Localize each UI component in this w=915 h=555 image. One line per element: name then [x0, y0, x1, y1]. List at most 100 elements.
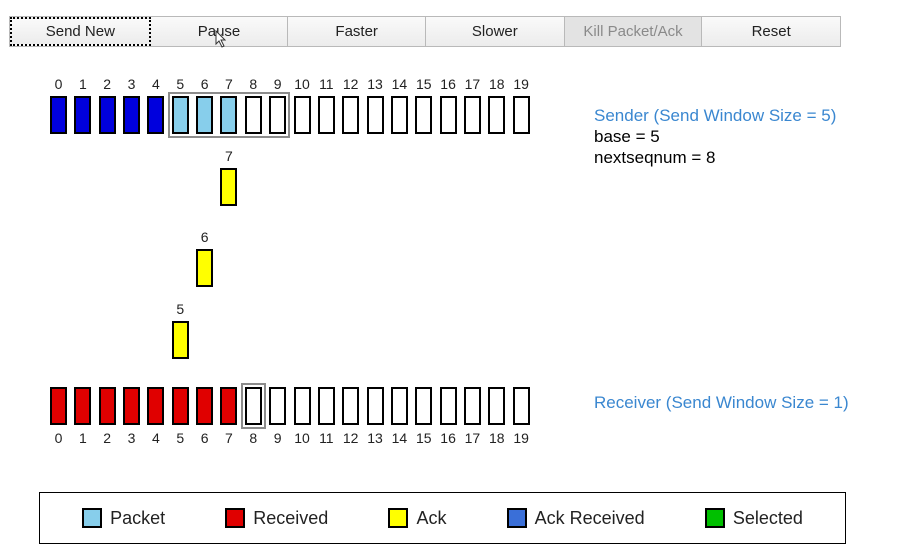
sender-packet-block[interactable] [147, 96, 165, 134]
receiver-seq-label: 16 [440, 430, 456, 446]
legend-label: Selected [732, 507, 803, 528]
sender-seq-label: 10 [294, 76, 310, 92]
legend-label: Ack Received [534, 507, 645, 528]
simulation-area: Sender (Send Window Size = 5) base = 5 n… [50, 76, 849, 446]
sender-packet-block[interactable] [317, 96, 335, 134]
toolbar: Send New Pause Faster Slower Kill Packet… [9, 16, 841, 48]
receiver-packet-block[interactable] [342, 387, 360, 425]
receiver-packet-block[interactable] [415, 387, 433, 425]
sender-packet-block[interactable] [244, 96, 262, 134]
ack-packet[interactable] [220, 167, 238, 206]
sender-packet-block[interactable] [50, 96, 67, 134]
receiver-packet-block[interactable] [317, 387, 335, 425]
slower-button[interactable]: Slower [426, 17, 565, 46]
sender-packet-block[interactable] [512, 96, 530, 134]
sender-seq-label: 18 [489, 76, 505, 92]
receiver-packet-block[interactable] [74, 387, 92, 425]
sender-packet-block[interactable] [74, 96, 92, 134]
sender-seq-label: 0 [54, 76, 63, 92]
receiver-packet-block[interactable] [244, 387, 262, 425]
sender-packet-block[interactable] [220, 96, 238, 134]
receiver-seq-label: 5 [176, 430, 185, 446]
send-new-label: Send New [45, 23, 115, 40]
receiver-seq-label: 7 [225, 430, 233, 446]
ack-packet[interactable] [196, 249, 214, 288]
receiver-seq-label: 6 [200, 430, 209, 446]
receiver-seq-label: 0 [54, 430, 63, 446]
sender-window [167, 92, 291, 138]
sender-packet-block[interactable] [269, 96, 287, 134]
receiver-packet-block[interactable] [512, 387, 530, 425]
sender-seq-label: 4 [151, 76, 160, 92]
kill-packet-ack-button[interactable]: Kill Packet/Ack [564, 17, 703, 46]
sender-packet-block[interactable] [171, 96, 189, 134]
ack-seq-label: 7 [225, 147, 233, 164]
receiver-seq-label: 1 [78, 430, 87, 446]
sender-seq-label: 12 [342, 76, 359, 92]
sender-packet-block[interactable] [415, 96, 433, 134]
pause-label: Pause [197, 23, 241, 40]
receiver-packet-block[interactable] [463, 387, 481, 425]
faster-button[interactable]: Faster [288, 17, 427, 46]
sender-packet-block[interactable] [439, 96, 457, 134]
sender-packet-block[interactable] [342, 96, 360, 134]
sender-seq-label: 19 [513, 76, 529, 92]
sender-packet-block[interactable] [488, 96, 506, 134]
legend-item: Received [225, 508, 328, 529]
sender-packet-block[interactable] [366, 96, 384, 134]
receiver-packet-block[interactable] [196, 387, 214, 425]
receiver-seq-label: 2 [103, 430, 112, 446]
pause-button[interactable]: Pause [150, 17, 289, 48]
sender-seq-label: 11 [319, 76, 334, 92]
receiver-packet-block[interactable] [123, 387, 141, 425]
legend-label: Received [253, 507, 329, 528]
receiver-seq-label: 18 [489, 430, 505, 446]
legend-item: Ack [388, 508, 446, 529]
sender-packet-block[interactable] [98, 96, 116, 134]
sender-packet-block[interactable] [196, 96, 214, 134]
receiver-seq-label: 4 [151, 430, 160, 446]
legend-item: Packet [82, 508, 165, 529]
sender-packet-block[interactable] [463, 96, 481, 134]
receiver-seq-label: 11 [319, 430, 334, 446]
legend-label: Packet [110, 507, 166, 528]
legend-swatch [225, 508, 246, 528]
receiver-packet-block[interactable] [439, 387, 457, 425]
receiver-packet-block[interactable] [269, 387, 287, 425]
receiver-packet-block[interactable] [366, 387, 384, 425]
receiver-info: Receiver (Send Window Size = 1) [594, 392, 849, 413]
sender-seq-label: 13 [367, 76, 383, 92]
receiver-seq-label: 13 [367, 430, 383, 446]
legend: Packet Received Ack Ack Received Selected [39, 492, 846, 544]
sender-title: Sender (Send Window Size = 5) [594, 106, 837, 125]
receiver-packet-block[interactable] [171, 387, 189, 425]
receiver-packet-block[interactable] [98, 387, 116, 425]
slower-label: Slower [471, 23, 518, 40]
faster-label: Faster [335, 23, 378, 40]
sender-seq-label: 15 [415, 76, 432, 92]
receiver-packet-block[interactable] [147, 387, 165, 425]
legend-swatch [82, 508, 103, 528]
sender-packet-block[interactable] [293, 96, 311, 134]
ack-seq-label: 5 [176, 301, 185, 318]
receiver-packet-block[interactable] [50, 387, 67, 425]
receiver-seq-label: 19 [513, 430, 529, 446]
legend-swatch [506, 508, 527, 528]
sender-base: base = 5 [594, 127, 660, 146]
send-new-button[interactable]: Send New [10, 17, 151, 46]
receiver-packet-block[interactable] [390, 387, 408, 425]
receiver-seq-label: 8 [249, 430, 258, 446]
sender-info: Sender (Send Window Size = 5) base = 5 n… [594, 105, 836, 168]
receiver-seq-label: 15 [415, 430, 432, 446]
ack-packet[interactable] [171, 321, 189, 360]
reset-button[interactable]: Reset [702, 17, 841, 46]
sender-seq-label: 7 [225, 76, 233, 92]
sender-packet-block[interactable] [390, 96, 408, 134]
receiver-packet-block[interactable] [488, 387, 506, 425]
sender-seq-label: 17 [464, 76, 481, 92]
legend-swatch [388, 508, 409, 528]
receiver-packet-block[interactable] [220, 387, 238, 425]
legend-item: Ack Received [506, 507, 645, 529]
receiver-packet-block[interactable] [293, 387, 311, 425]
sender-packet-block[interactable] [123, 96, 141, 134]
